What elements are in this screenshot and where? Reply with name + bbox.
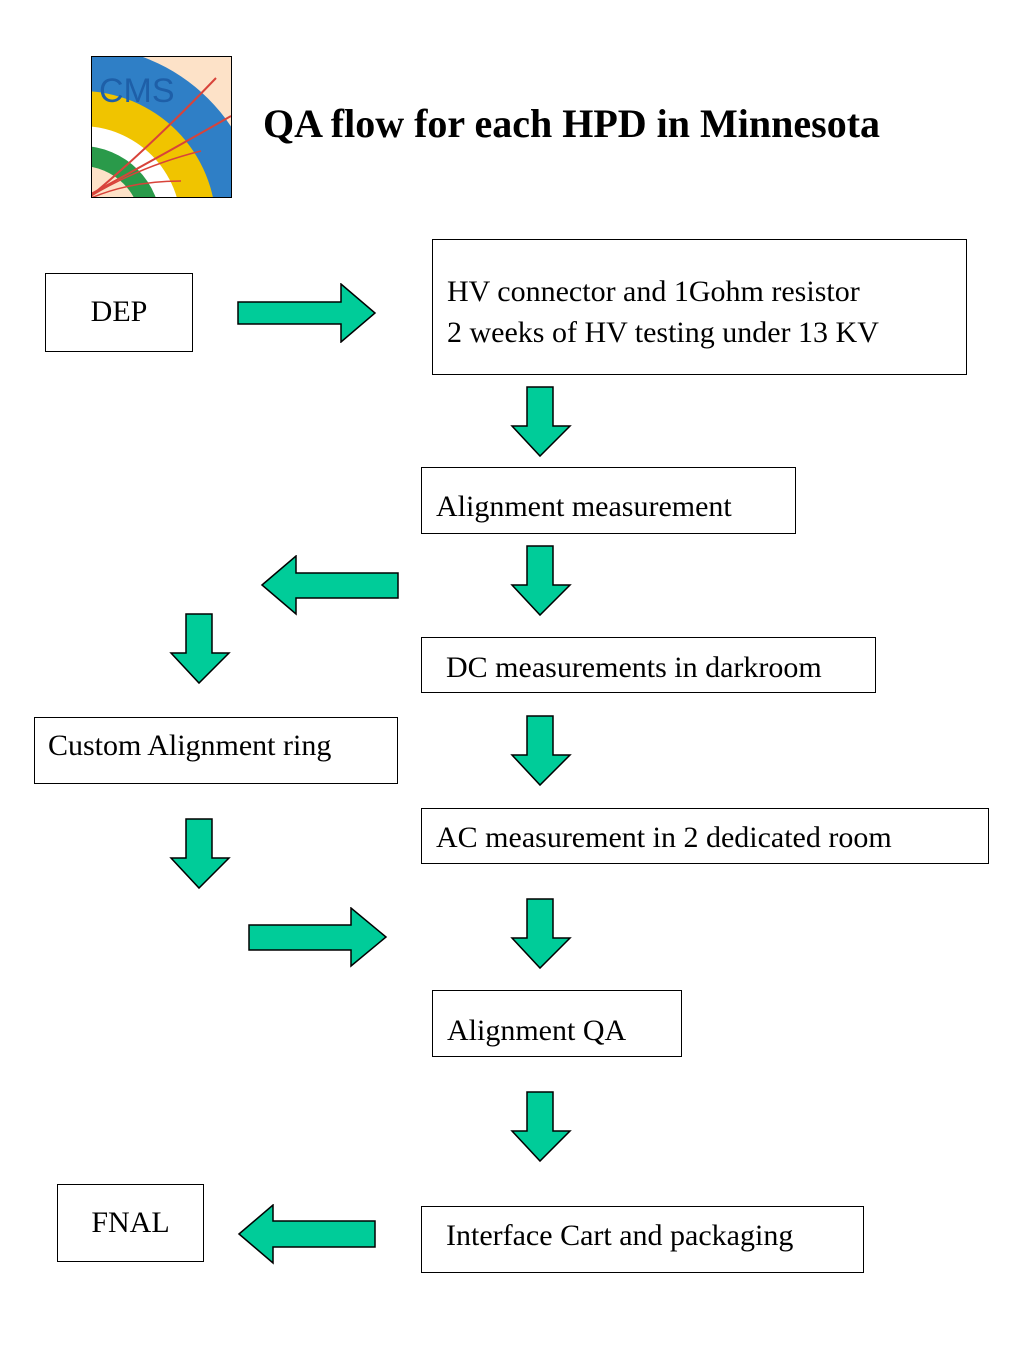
page-title: QA flow for each HPD in Minnesota [263,101,881,146]
interface-cart-label: Interface Cart and packaging [446,1219,794,1252]
arrow-down-alignment-to-dc [510,545,572,617]
arrow-down-hv-to-alignment [510,386,572,458]
arrow-down-ac-to-alignment-qa [510,898,572,970]
alignment-measurement-box: Alignment measurement [421,467,796,534]
ac-measurement-label: AC measurement in 2 dedicated room [436,821,892,854]
dep-label: DEP [90,295,148,328]
alignment-qa-label: Alignment QA [447,1014,627,1047]
arrow-down-to-custom-ring [169,613,231,685]
arrow-right-dep-to-hv [237,283,377,343]
hv-line-2: 2 weeks of HV testing under 13 KV [447,315,879,349]
alignment-measurement-label: Alignment measurement [436,490,732,523]
fnal-label: FNAL [91,1206,170,1239]
dc-measurement-label: DC measurements in darkroom [446,651,822,684]
cms-logo: CMS [91,56,232,198]
interface-cart-box: Interface Cart and packaging [421,1206,864,1273]
dc-measurement-box: DC measurements in darkroom [421,637,876,693]
logo-text: CMS [99,72,175,110]
custom-alignment-ring-box: Custom Alignment ring [34,717,398,784]
ac-measurement-box: AC measurement in 2 dedicated room [421,808,989,864]
arrow-right-rejoin [248,907,388,968]
arrow-down-from-custom-ring [169,818,231,890]
arrow-down-alignment-qa-to-interface [510,1091,572,1163]
fnal-box: FNAL [57,1184,204,1262]
hv-line-1: HV connector and 1Gohm resistor [447,275,860,308]
custom-alignment-ring-label: Custom Alignment ring [48,729,332,762]
alignment-qa-box: Alignment QA [432,990,682,1057]
arrow-left-interface-to-fnal [237,1204,376,1265]
hv-box: HV connector and 1Gohm resistor 2 weeks … [432,239,967,375]
arrow-left-to-custom-branch [260,555,399,616]
arrow-down-dc-to-ac [510,715,572,787]
dep-box: DEP [45,273,193,352]
